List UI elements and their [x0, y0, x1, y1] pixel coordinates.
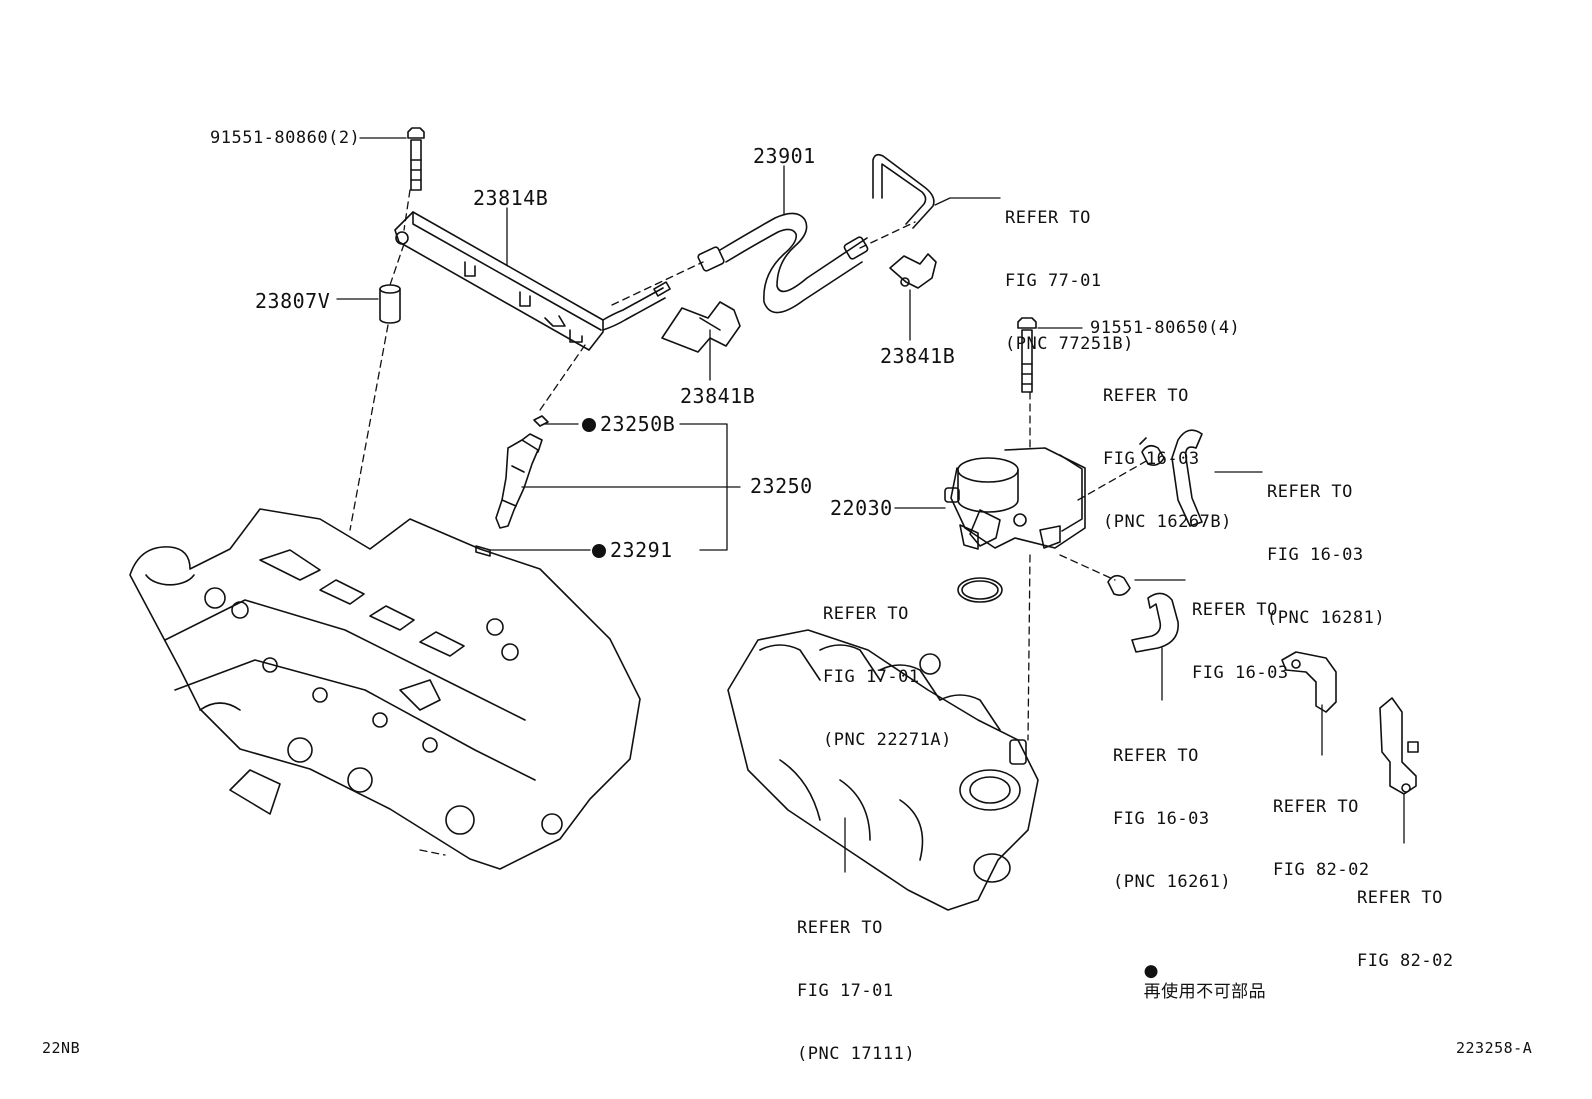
ref-bracket-right: REFER TO FIG 82-02 — [1357, 846, 1454, 1014]
ref-fuel-line: REFER TO FIG 77-01 (PNC 77251B) — [1005, 166, 1134, 397]
label-spacer: 23807V — [255, 289, 331, 313]
label-bracket-a: 23841B — [680, 384, 756, 408]
oring-shape — [534, 416, 548, 426]
ref-lower-hose: REFER TO FIG 16-03 (PNC 16261) — [1113, 704, 1231, 935]
ref-line-2: FIG 16-03 — [1103, 449, 1200, 469]
ref-line-1: REFER TO — [1103, 386, 1189, 406]
ref-line-1: REFER TO — [823, 604, 909, 624]
clamp-upper-shape — [1140, 438, 1164, 465]
ref-line-3: (PNC 16281) — [1267, 608, 1386, 628]
ref-line-2: FIG 16-03 — [1267, 545, 1364, 565]
label-bracket-b: 23841B — [880, 344, 956, 368]
ref-manifold: REFER TO FIG 17-01 (PNC 17111) — [797, 876, 915, 1099]
clamp-lower-shape — [1108, 576, 1130, 595]
ref-line-3: (PNC 16267B) — [1103, 512, 1232, 532]
legend-bullet-icon: ● — [1143, 961, 1159, 981]
footer-figure-code: 223258-A — [1456, 1039, 1533, 1057]
ref-line-1: REFER TO — [1192, 600, 1278, 620]
ref-line-3: (PNC 77251B) — [1005, 334, 1134, 354]
bolt-top-shape — [408, 128, 424, 190]
alignment-lines — [350, 190, 1148, 855]
ref-gasket: REFER TO FIG 17-01 (PNC 22271A) — [823, 562, 952, 793]
ref-line-2: FIG 17-01 — [797, 981, 894, 1001]
injector-shape — [496, 434, 542, 528]
ref-line-3: (PNC 16261) — [1113, 872, 1232, 892]
hose-lower-shape — [1132, 593, 1178, 652]
ref-line-1: REFER TO — [1113, 746, 1199, 766]
label-fuel-rail: 23814B — [473, 186, 549, 210]
label-bolt-top: 91551-80860(2) — [210, 128, 361, 148]
ref-line-2: FIG 82-02 — [1357, 951, 1454, 971]
label-injector: 23250 — [750, 474, 813, 498]
label-fuel-hose: 23901 — [753, 144, 816, 168]
footer-model-code: 22NB — [42, 1039, 81, 1057]
bolt-right-shape — [1018, 318, 1036, 392]
legend-text: 再使用不可部品 — [1143, 982, 1267, 1002]
label-seal: 23291 — [592, 538, 673, 562]
ref-bypass-top: REFER TO FIG 16-03 (PNC 16267B) — [1103, 344, 1232, 575]
non-reusable-bullet-icon — [582, 418, 596, 432]
ref-line-2: FIG 82-02 — [1273, 860, 1370, 880]
ref-bracket-mid: REFER TO FIG 82-02 — [1273, 755, 1370, 923]
non-reusable-bullet-icon — [592, 544, 606, 558]
cylinder-head-shape — [130, 509, 640, 869]
fuel-hose-shape — [697, 213, 868, 312]
bracket-right-shape — [1380, 698, 1418, 794]
ref-line-2: FIG 16-03 — [1113, 809, 1210, 829]
ref-line-1: REFER TO — [1005, 208, 1091, 228]
ref-line-3: (PNC 22271A) — [823, 730, 952, 750]
ref-clamp: REFER TO FIG 16-03 — [1192, 558, 1289, 726]
legend: ● 再使用不可部品 — [1120, 940, 1266, 1024]
fuel-rail-shape — [395, 212, 670, 350]
label-oring: 23250B — [582, 412, 675, 436]
label-throttle-body: 22030 — [830, 496, 893, 520]
label-seal-text: 23291 — [610, 538, 673, 562]
gasket-ring-shape — [958, 578, 1002, 602]
ref-line-2: FIG 16-03 — [1192, 663, 1289, 683]
seal-shape — [476, 546, 490, 556]
bracket-b-shape — [890, 254, 936, 288]
throttle-body-shape — [945, 448, 1085, 549]
hose-upper-shape — [1172, 430, 1202, 526]
ref-line-2: FIG 17-01 — [823, 667, 920, 687]
ref-line-1: REFER TO — [1357, 888, 1443, 908]
return-line-shape — [873, 155, 934, 228]
bracket-mid-shape — [1282, 652, 1336, 712]
ref-line-3: (PNC 17111) — [797, 1044, 916, 1064]
ref-line-2: FIG 77-01 — [1005, 271, 1102, 291]
bracket-a-shape — [662, 302, 740, 352]
label-oring-text: 23250B — [600, 412, 676, 436]
ref-line-1: REFER TO — [797, 918, 883, 938]
label-bolt-right: 91551-80650(4) — [1090, 318, 1241, 338]
spacer-shape — [380, 285, 400, 323]
ref-line-1: REFER TO — [1267, 482, 1353, 502]
intake-manifold-shape — [728, 630, 1038, 910]
ref-line-1: REFER TO — [1273, 797, 1359, 817]
leader-lines — [337, 138, 1404, 872]
ref-bypass-hose: REFER TO FIG 16-03 (PNC 16281) — [1267, 440, 1385, 671]
